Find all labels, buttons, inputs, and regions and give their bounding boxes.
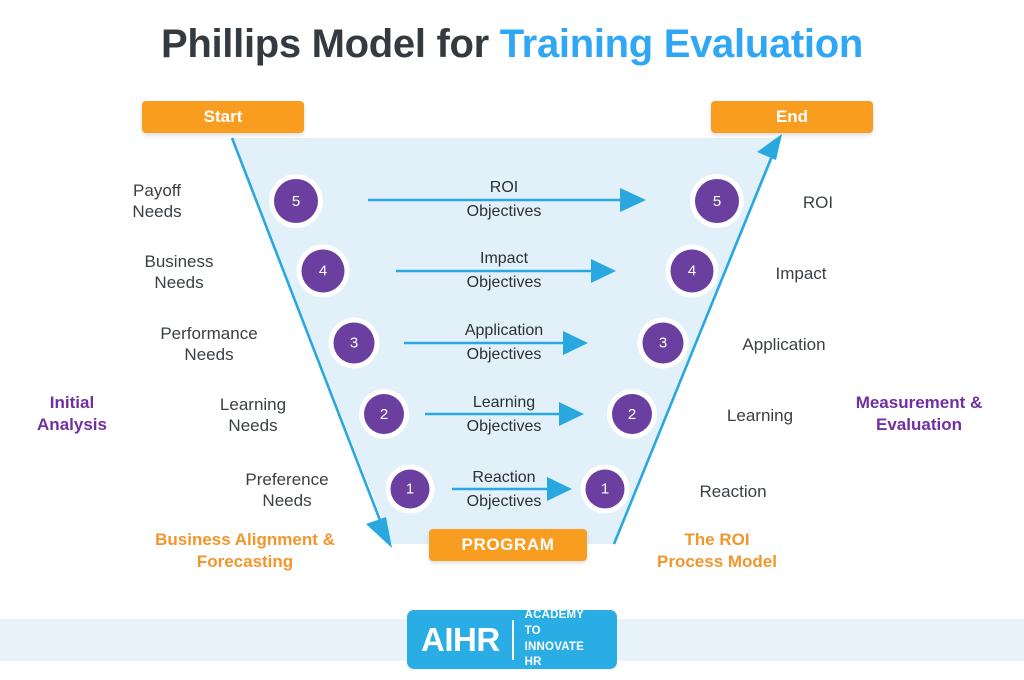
- funnel-node-right-4[interactable]: 4: [670, 249, 714, 293]
- aihr-logo[interactable]: AIHR ACADEMY TO INNOVATE HR: [407, 609, 617, 669]
- funnel-node-left-1[interactable]: 1: [390, 469, 430, 509]
- objective-label-3-line1: Application: [464, 322, 544, 339]
- objective-label-2-line1: Learning: [472, 394, 536, 411]
- outcome-label-3: Application: [742, 335, 826, 354]
- outcome-label-2: Learning: [726, 406, 794, 425]
- start-button[interactable]: Start: [142, 101, 304, 133]
- needs-label-5: Payoff Needs: [132, 181, 182, 222]
- measurement-evaluation-label: Measurement & Evaluation: [855, 393, 983, 435]
- objective-arrow-5: [368, 188, 646, 212]
- funnel-node-right-5[interactable]: 5: [695, 179, 739, 223]
- funnel-node-left-3[interactable]: 3: [333, 322, 375, 364]
- funnel-node-left-5[interactable]: 5: [274, 179, 318, 223]
- objective-label-1-line1: Reaction: [472, 469, 536, 486]
- needs-label-1: Preference Needs: [245, 470, 329, 511]
- funnel-node-right-3[interactable]: 3: [642, 322, 684, 364]
- outcome-label-5: ROI: [802, 193, 834, 212]
- needs-label-2: Learning Needs: [219, 395, 287, 436]
- objective-arrow-2: [425, 402, 584, 426]
- funnel-graphic: [230, 134, 782, 548]
- objective-label-5-line1: ROI: [489, 179, 519, 196]
- objective-arrow-3: [404, 331, 588, 355]
- funnel-node-left-4[interactable]: 4: [301, 249, 345, 293]
- objective-label-2-line2: Objectives: [466, 418, 542, 435]
- funnel-node-left-2[interactable]: 2: [364, 394, 404, 434]
- end-button[interactable]: End: [711, 101, 873, 133]
- logo-wordmark: AIHR: [421, 621, 500, 658]
- outcome-label-4: Impact: [775, 264, 827, 283]
- logo-tagline: ACADEMY TO INNOVATE HR: [524, 609, 584, 669]
- right-ascending-arrow: [612, 134, 782, 545]
- page-title-primary: Phillips Model for: [160, 22, 500, 66]
- roi-process-model-label: The ROI Process Model: [657, 530, 777, 572]
- needs-label-4: Business Needs: [144, 252, 214, 293]
- objective-arrow-4: [396, 259, 616, 283]
- program-button[interactable]: PROGRAM: [429, 529, 587, 561]
- objective-label-1-line2: Objectives: [466, 493, 542, 510]
- objective-label-4-line1: Impact: [479, 250, 529, 267]
- left-descending-arrow: [230, 137, 392, 548]
- page-title: Phillips Model for Training Evaluation: [0, 22, 1024, 67]
- page-title-accent: Training Evaluation: [499, 22, 864, 66]
- outcome-label-1: Reaction: [699, 482, 767, 501]
- funnel-node-right-1[interactable]: 1: [585, 469, 625, 509]
- objective-label-3-line2: Objectives: [466, 346, 542, 363]
- objective-label-5-line2: Objectives: [466, 203, 542, 220]
- funnel-node-right-2[interactable]: 2: [612, 394, 652, 434]
- funnel-body: [232, 138, 782, 544]
- objective-arrow-1: [452, 477, 572, 501]
- objective-label-4-line2: Objectives: [466, 274, 542, 291]
- business-alignment-label: Business Alignment & Forecasting: [155, 530, 335, 572]
- logo-divider: [511, 619, 514, 660]
- initial-analysis-label: Initial Analysis: [37, 393, 107, 435]
- needs-label-3: Performance Needs: [160, 324, 258, 365]
